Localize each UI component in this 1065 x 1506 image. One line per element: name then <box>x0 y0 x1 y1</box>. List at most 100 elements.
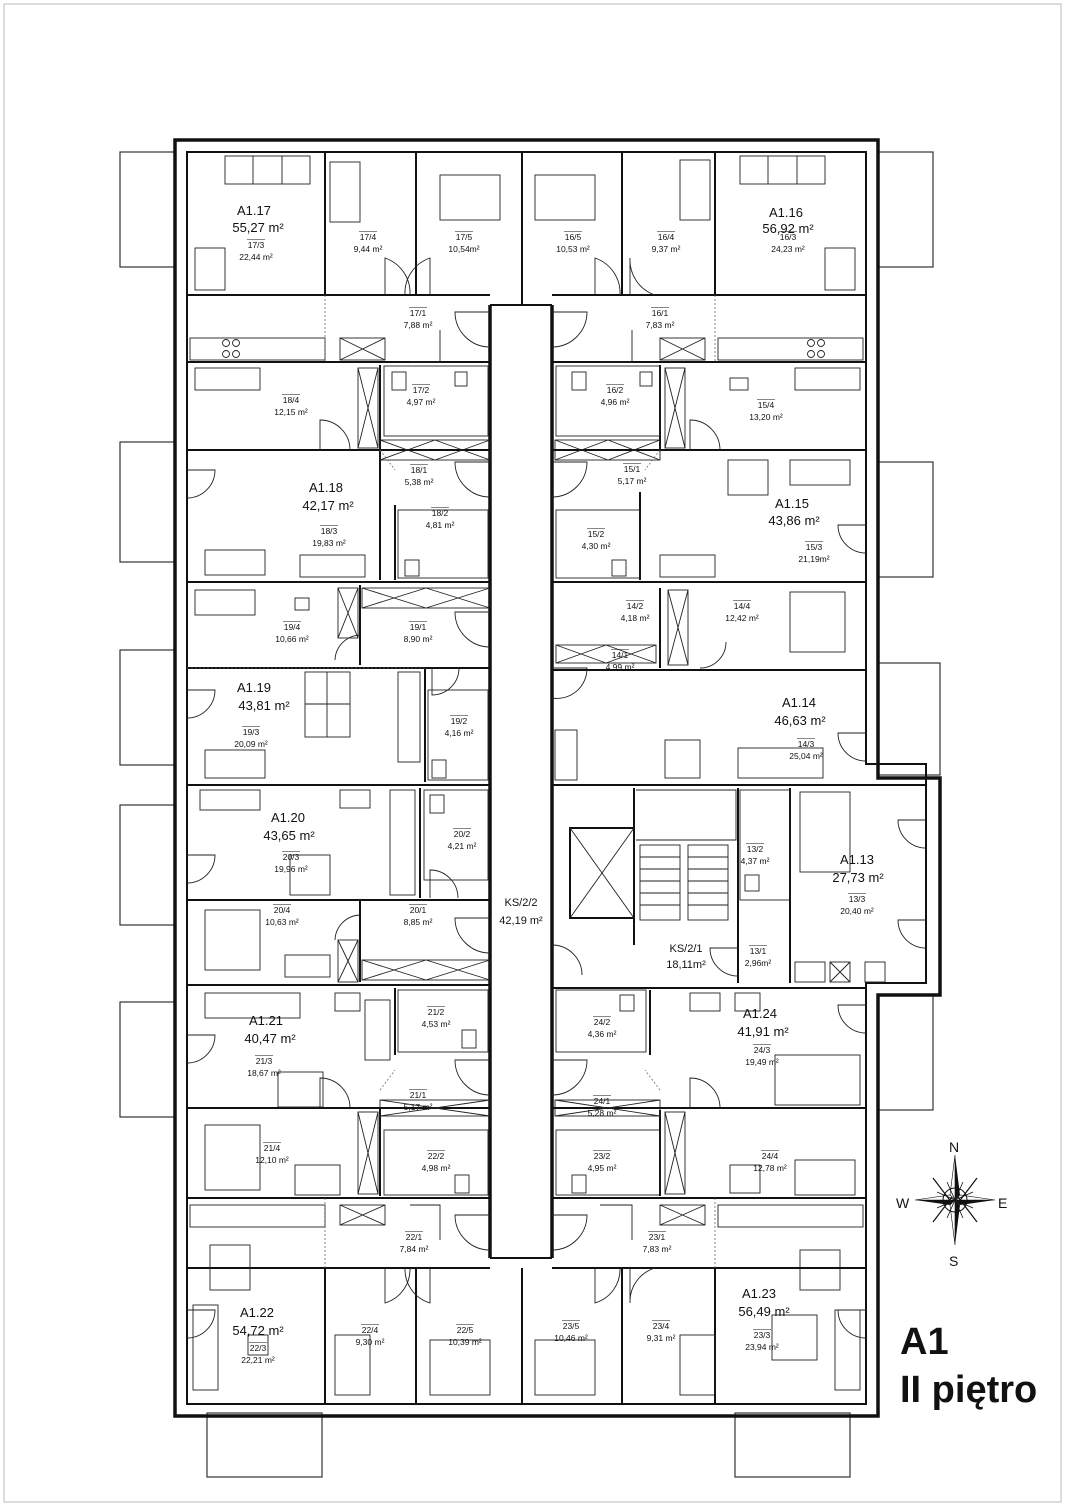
apartment-code: A1.22 <box>240 1305 274 1320</box>
room-area: 12,10 m² <box>255 1155 289 1165</box>
room-id: 21/2 <box>428 1007 445 1017</box>
room-id: 16/4 <box>658 232 675 242</box>
room-area: 4,21 m² <box>448 841 477 851</box>
room-id: 17/2 <box>413 385 430 395</box>
room-area: 13,20 m² <box>749 412 783 422</box>
room-id: 16/5 <box>565 232 582 242</box>
room-id: 14/2 <box>627 601 644 611</box>
room-id: 23/4 <box>653 1321 670 1331</box>
apartment-area: 43,81 m² <box>238 698 290 713</box>
room-area: 4,18 m² <box>621 613 650 623</box>
apartment-code: A1.15 <box>775 496 809 511</box>
room-id: 17/5 <box>456 232 473 242</box>
building-code: A1 <box>900 1321 949 1363</box>
room-id: 17/4 <box>360 232 377 242</box>
compass-w: W <box>896 1195 910 1211</box>
room-area: 10,54m² <box>448 244 479 254</box>
wardrobes <box>337 337 851 1226</box>
room-id: 19/4 <box>284 622 301 632</box>
apartment-code: A1.14 <box>782 695 816 710</box>
room-area: 22,44 m² <box>239 252 273 262</box>
apartment-area: 41,91 m² <box>737 1024 789 1039</box>
apartment-area: 46,63 m² <box>774 713 826 728</box>
outer-walls <box>173 138 942 1418</box>
room-area: 10,46 m² <box>554 1333 588 1343</box>
room-id: 23/5 <box>563 1321 580 1331</box>
room-id: 14/1 <box>612 650 629 660</box>
apartment-code: A1.13 <box>840 852 874 867</box>
room-area: 5,17 m² <box>404 1102 433 1112</box>
room-id: 24/2 <box>594 1017 611 1027</box>
balconies <box>119 151 941 1478</box>
room-area: 18,67 m² <box>247 1068 281 1078</box>
room-area: 10,63 m² <box>265 917 299 927</box>
apartment-code: A1.21 <box>249 1013 283 1028</box>
room-area: 7,83 m² <box>646 320 675 330</box>
bathrooms <box>383 365 791 1196</box>
room-area: 5,38 m² <box>405 477 434 487</box>
compass-rose-icon <box>914 1154 996 1246</box>
stairs <box>636 789 737 921</box>
room-area: 2,96m² <box>745 958 772 968</box>
room-id: 24/3 <box>754 1045 771 1055</box>
room-area: 4,96 m² <box>601 397 630 407</box>
room-area: 21,19m² <box>798 554 829 564</box>
compass-e: E <box>998 1195 1007 1211</box>
room-id: 18/4 <box>283 395 300 405</box>
room-area: 8,85 m² <box>404 917 433 927</box>
room-area: 20,09 m² <box>234 739 268 749</box>
room-area: 7,88 m² <box>404 320 433 330</box>
apartment-code: A1.24 <box>743 1006 777 1021</box>
room-id: 24/1 <box>594 1096 611 1106</box>
apartment-area: 27,73 m² <box>832 870 884 885</box>
room-area: 4,53 m² <box>422 1019 451 1029</box>
room-area: 4,81 m² <box>426 520 455 530</box>
room-id: 16/1 <box>652 308 669 318</box>
room-area: 23,94 m² <box>745 1342 779 1352</box>
room-area: 5,17 m² <box>618 476 647 486</box>
room-area: 12,42 m² <box>725 613 759 623</box>
apartment-labels: A1.17 55,27 m² A1.16 56,92 m² A1.18 42,1… <box>232 203 884 1338</box>
room-area: 5,28 m² <box>588 1108 617 1118</box>
room-id: 15/1 <box>624 464 641 474</box>
room-id: 20/2 <box>454 829 471 839</box>
furniture <box>189 155 886 1396</box>
room-area: 4,16 m² <box>445 728 474 738</box>
left-partitions <box>187 152 490 1404</box>
room-id: 19/3 <box>243 727 260 737</box>
corridor-labels: KS/2/2 42,19 m² KS/2/1 18,11m² <box>499 897 706 971</box>
room-area: 24,23 m² <box>771 244 805 254</box>
room-id: 20/4 <box>274 905 291 915</box>
apartment-area: 40,47 m² <box>244 1031 296 1046</box>
room-id: 21/4 <box>264 1143 281 1153</box>
room-id: 13/3 <box>849 894 866 904</box>
apartment-code: A1.19 <box>237 680 271 695</box>
apartment-area: 43,65 m² <box>263 828 315 843</box>
room-area: 9,44 m² <box>354 244 383 254</box>
room-area: 12,78 m² <box>753 1163 787 1173</box>
room-area: 20,40 m² <box>840 906 874 916</box>
compass-s: S <box>949 1253 958 1269</box>
room-area: 10,53 m² <box>556 244 590 254</box>
corridor-code: KS/2/1 <box>669 943 702 955</box>
apartment-area: 42,17 m² <box>302 498 354 513</box>
room-id: 20/3 <box>283 852 300 862</box>
apartment-code: A1.17 <box>237 203 271 218</box>
corridor-area: 42,19 m² <box>499 915 543 927</box>
room-area: 4,30 m² <box>582 541 611 551</box>
room-id: 24/4 <box>762 1151 779 1161</box>
room-area: 10,66 m² <box>275 634 309 644</box>
compass-n: N <box>949 1139 959 1155</box>
room-area: 22,21 m² <box>241 1355 275 1365</box>
room-id: 18/1 <box>411 465 428 475</box>
apartment-area: 55,27 m² <box>232 220 284 235</box>
room-id: 15/4 <box>758 400 775 410</box>
door-swings <box>186 257 927 1339</box>
room-area: 8,90 m² <box>404 634 433 644</box>
room-id: 23/2 <box>594 1151 611 1161</box>
room-id: 22/2 <box>428 1151 445 1161</box>
room-id: 16/3 <box>780 232 797 242</box>
room-id: 22/4 <box>362 1325 379 1335</box>
room-area: 19,96 m² <box>274 864 308 874</box>
